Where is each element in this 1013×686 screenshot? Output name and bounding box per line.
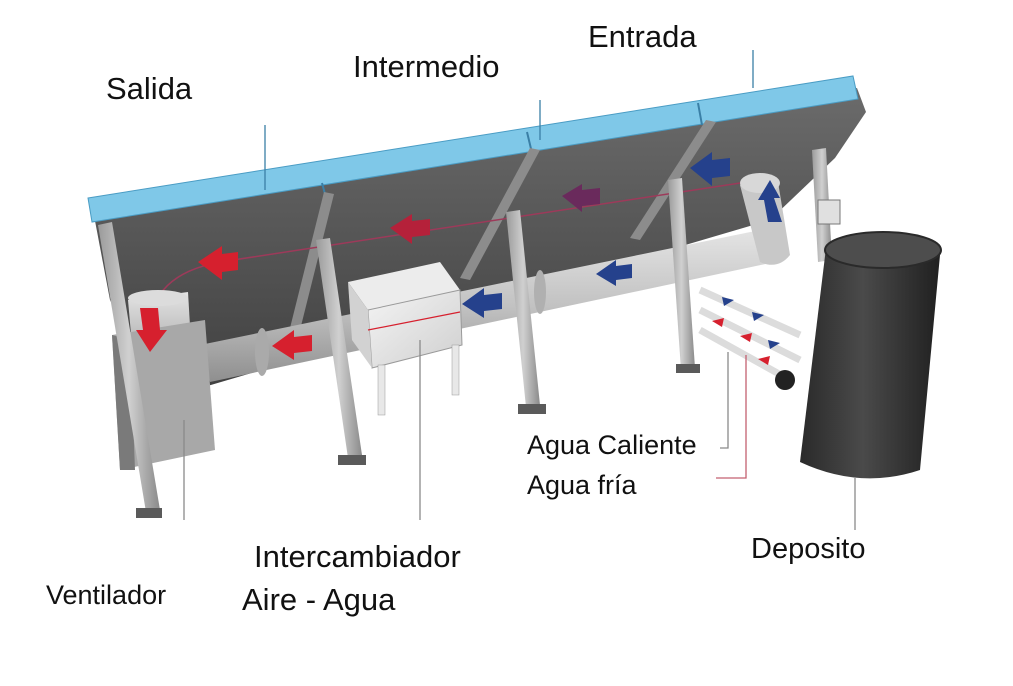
arrow-icon-blue <box>758 180 782 222</box>
label-ventilador: Ventilador <box>46 580 167 610</box>
brace <box>460 148 540 280</box>
arrow-icon-red <box>740 333 752 342</box>
tank-body <box>800 248 940 479</box>
support-leg <box>668 178 695 370</box>
support-leg <box>316 238 362 458</box>
leg-foot <box>338 455 366 465</box>
arrow-icon-blue <box>768 340 780 349</box>
storage-tank <box>800 231 942 479</box>
arrow-icon-red <box>712 318 724 327</box>
pipe-flow-arrows <box>712 297 780 365</box>
label-deposito: Deposito <box>751 533 866 565</box>
arrow-icon-red <box>758 356 770 365</box>
riser-top <box>128 290 188 306</box>
leg-foot <box>676 364 700 373</box>
leg-foot <box>136 508 162 518</box>
duct-joint <box>255 328 269 376</box>
arrow-icon-blue <box>462 288 502 318</box>
arrow-icon-red <box>136 308 167 352</box>
panel-divider <box>697 102 703 126</box>
leader-lines <box>264 50 754 190</box>
exchanger-leg <box>451 344 460 396</box>
arrow-icon-mixed <box>562 184 600 212</box>
arrow-icon-blue <box>752 312 764 321</box>
flow-arrows <box>136 152 782 360</box>
support-leg <box>506 210 540 407</box>
arrow-icon-blue <box>690 152 730 186</box>
duct-elbow <box>740 176 790 265</box>
exchanger-box-side <box>348 282 372 368</box>
label-intercambiador: Intercambiador <box>254 539 461 574</box>
label-intermedio: Intermedio <box>353 49 500 84</box>
leader-lines-gray <box>183 340 856 530</box>
arrow-icon-red <box>390 214 430 244</box>
arrow-icon-blue <box>722 297 734 306</box>
arrow-icon-blue <box>596 260 632 286</box>
control-box <box>817 199 841 225</box>
leader-agua-caliente <box>720 352 729 449</box>
brace <box>290 192 334 330</box>
label-agua-fria: Agua fría <box>527 470 637 500</box>
duct-joint <box>534 270 546 314</box>
exchanger-box-top <box>348 262 460 310</box>
collector-glass-edge <box>87 75 859 223</box>
label-aire-agua: Aire - Agua <box>242 582 396 617</box>
label-salida: Salida <box>106 71 193 106</box>
leader-agua-fria <box>716 355 747 479</box>
leg-foot <box>518 404 546 414</box>
pump <box>775 370 795 390</box>
water-pipe <box>698 326 792 384</box>
tank-top <box>824 231 942 269</box>
support-leg <box>98 222 160 512</box>
hot-water-pipe <box>698 286 802 339</box>
arrow-icon-red <box>272 330 312 360</box>
exchanger-leg <box>377 364 386 416</box>
exchanger-hot-line <box>367 311 461 331</box>
arrow-icon-red <box>198 246 238 280</box>
label-agua-caliente: Agua Caliente <box>527 430 697 460</box>
label-entrada: Entrada <box>588 19 697 54</box>
